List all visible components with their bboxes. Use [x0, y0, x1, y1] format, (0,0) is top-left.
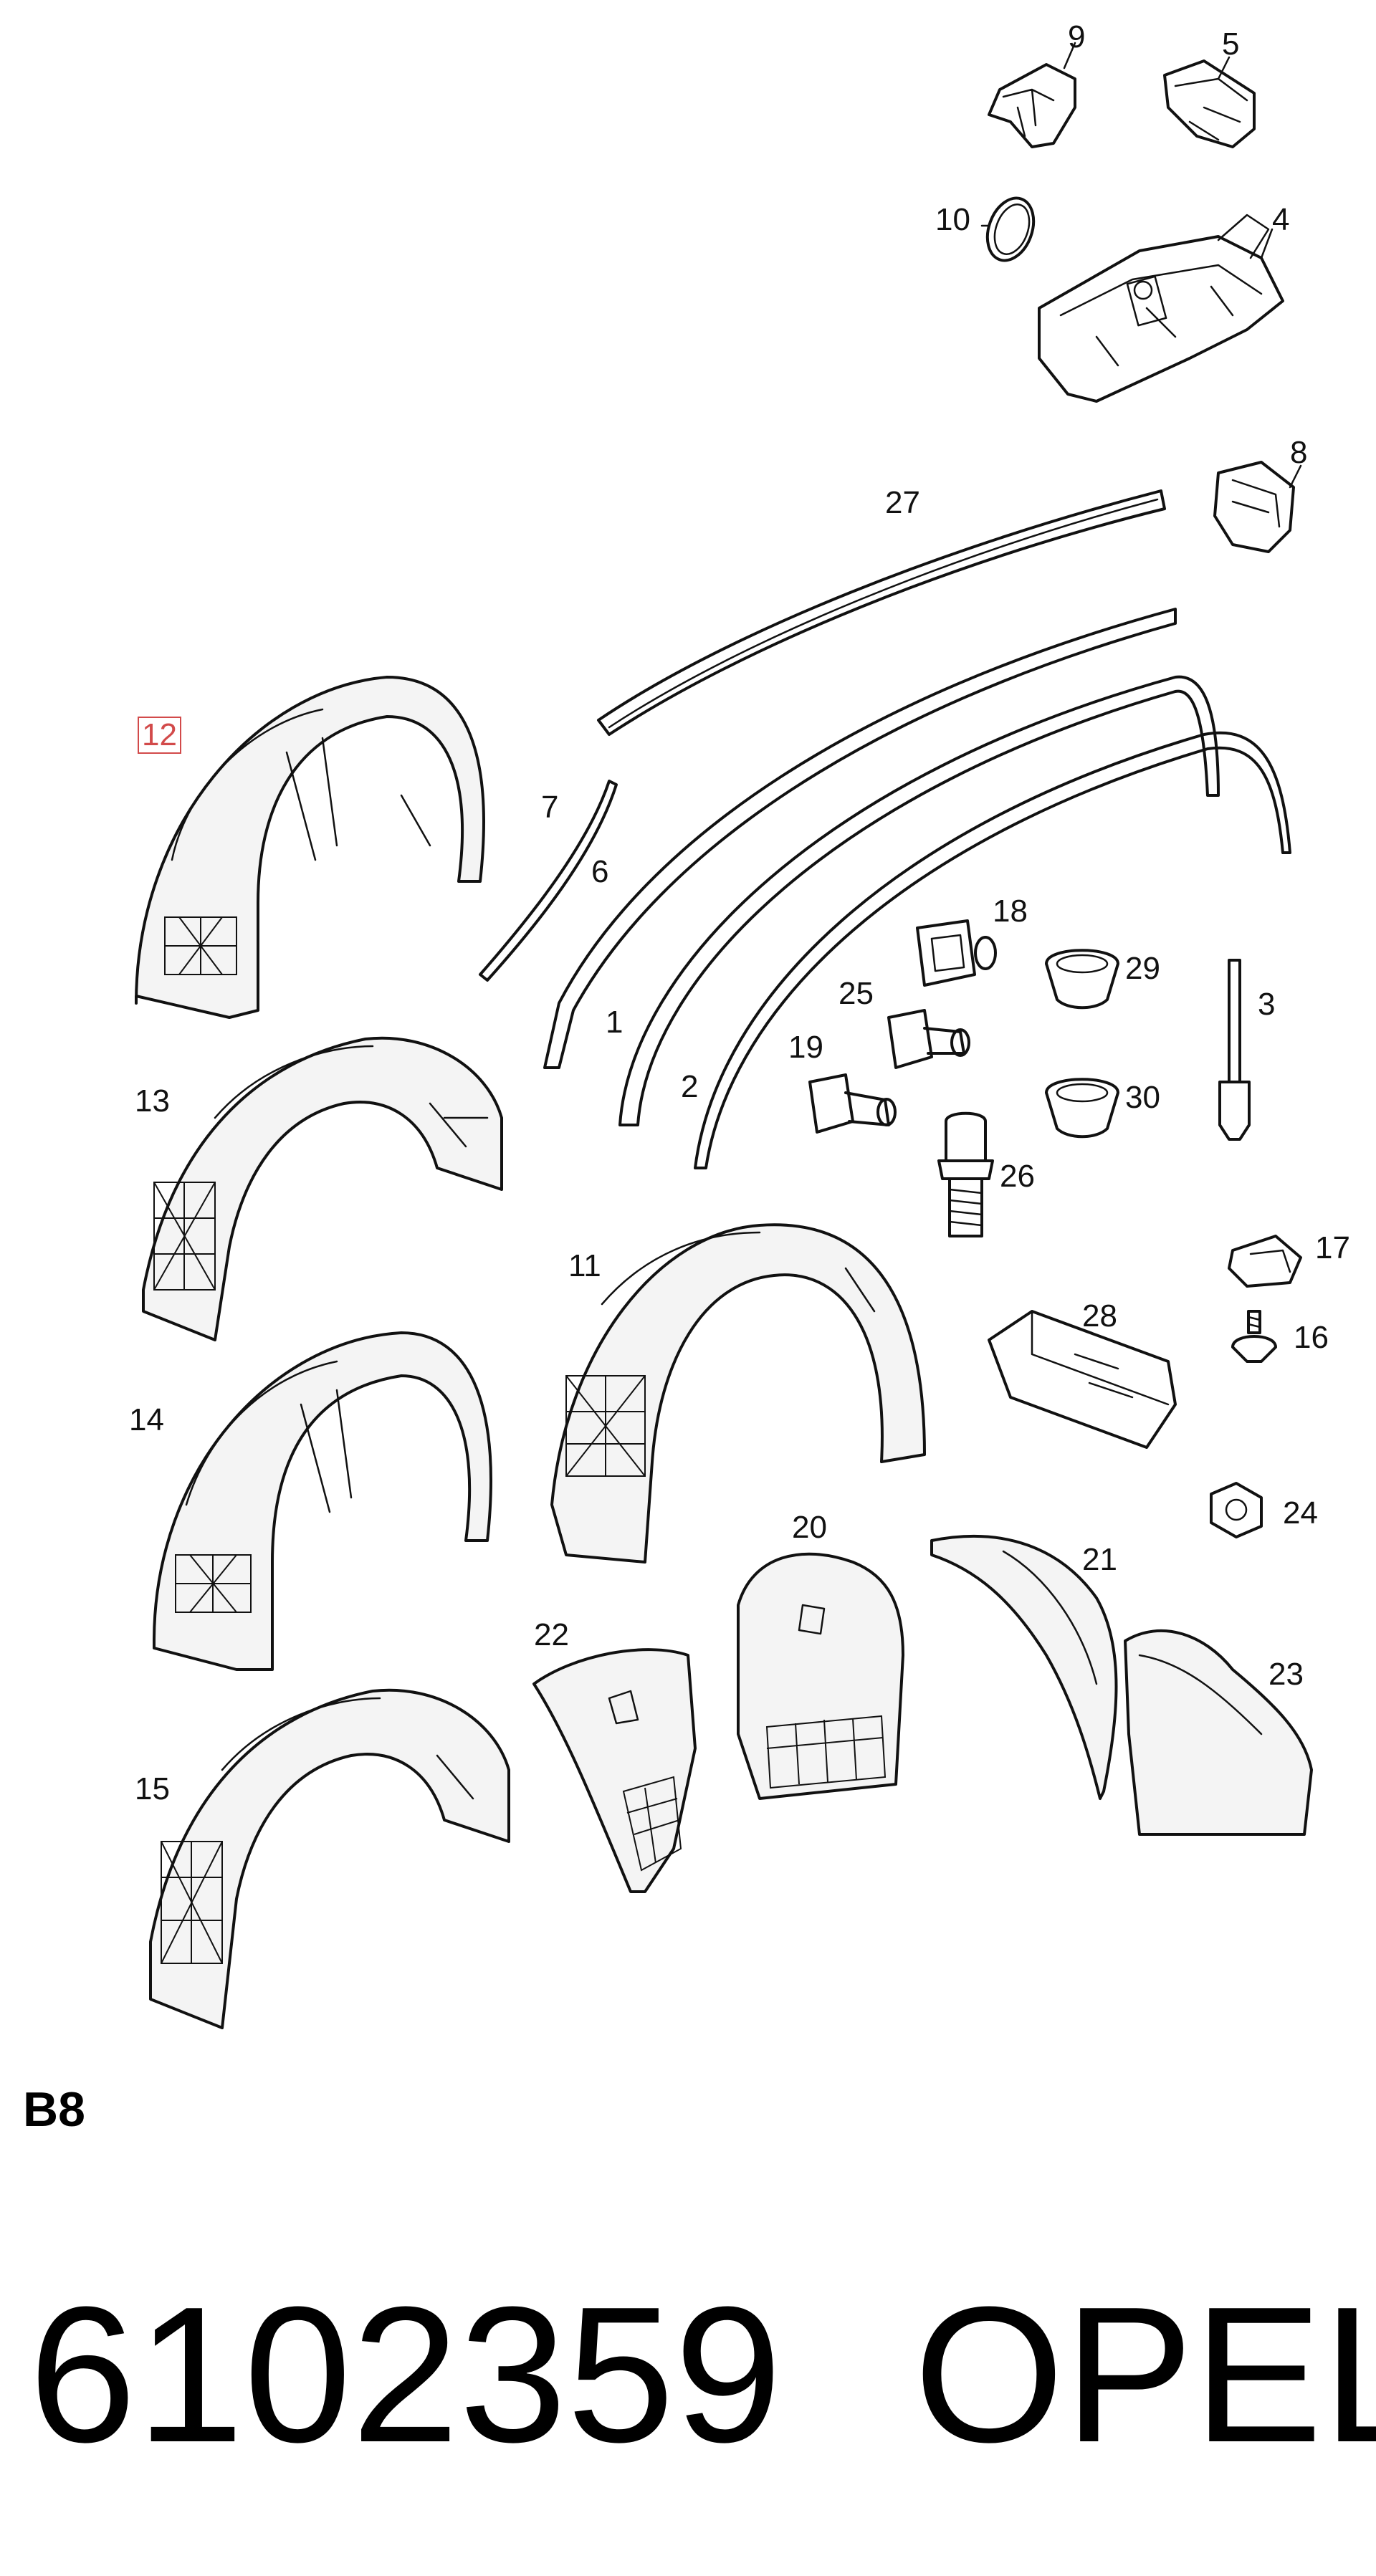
part-25-push-pin: [887, 1009, 970, 1069]
callout-15: 15: [135, 1771, 170, 1806]
part-6-strip: [543, 608, 1177, 1069]
part-27-trim-strip: [597, 489, 1166, 736]
callout-26: 26: [1000, 1159, 1035, 1194]
section-code: B8: [23, 2082, 85, 2137]
callout-21: 21: [1082, 1542, 1117, 1577]
callout-8: 8: [1290, 435, 1308, 470]
callout-27: 27: [885, 485, 920, 520]
callout-1: 1: [606, 1005, 624, 1040]
callout-30: 30: [1125, 1080, 1160, 1115]
part-2-strip: [694, 731, 1291, 1169]
callout-19: 19: [788, 1030, 823, 1065]
part-30-nut: [1045, 1078, 1119, 1139]
part-1-strip: [618, 675, 1220, 1126]
part-24-nut: [1210, 1482, 1263, 1538]
callout-18: 18: [993, 894, 1028, 929]
part-23-splash-panel: [1124, 1629, 1313, 1836]
callout-24: 24: [1283, 1495, 1318, 1531]
callout-20: 20: [792, 1510, 827, 1545]
part-7-seal: [479, 780, 618, 982]
brand-name: OPEL: [914, 2267, 1376, 2483]
callout-9: 9: [1068, 19, 1086, 54]
part-3-rivet: [1218, 959, 1251, 1141]
part-18-clip: [916, 919, 997, 987]
part-10-ring: [985, 196, 1036, 262]
part-20-cover: [737, 1552, 904, 1800]
callout-29: 29: [1125, 951, 1160, 986]
leader-lines: [980, 42, 1302, 489]
part-9-clip: [988, 63, 1076, 148]
part-19-push-pin: [808, 1073, 897, 1134]
part-17-clip: [1228, 1235, 1302, 1288]
part-12-wheel-liner: [135, 676, 485, 1019]
callout-13: 13: [135, 1083, 170, 1119]
callout-10: 10: [935, 202, 970, 237]
part-26-bolt: [937, 1111, 994, 1237]
callout-14: 14: [129, 1402, 164, 1437]
part-11-wheel-liner: [550, 1223, 926, 1564]
callout-22: 22: [534, 1617, 569, 1652]
part-22-cover: [532, 1648, 697, 1893]
part-16-screw: [1231, 1310, 1277, 1363]
callout-25: 25: [838, 976, 874, 1011]
callout-6: 6: [591, 854, 609, 889]
callout-3: 3: [1258, 987, 1276, 1022]
part-4-bracket: [1038, 214, 1284, 403]
part-29-nut: [1045, 949, 1119, 1010]
part-28-bracket: [988, 1310, 1177, 1449]
callout-16: 16: [1294, 1320, 1329, 1355]
callout-4: 4: [1272, 202, 1290, 237]
part-14-wheel-liner: [153, 1331, 492, 1671]
part-8-clip: [1213, 461, 1295, 553]
callout-17: 17: [1315, 1230, 1350, 1265]
part-15-wheel-liner: [149, 1688, 510, 2029]
part-5-clip: [1163, 59, 1256, 148]
callout-11: 11: [568, 1248, 601, 1283]
part-number: 6102359: [29, 2267, 783, 2483]
callout-7: 7: [541, 790, 559, 825]
callout-5: 5: [1222, 27, 1240, 62]
callout-12[interactable]: 12: [138, 717, 181, 754]
callout-28: 28: [1082, 1298, 1117, 1334]
part-21-splash-panel: [930, 1535, 1118, 1800]
callout-2: 2: [681, 1069, 699, 1104]
callout-23: 23: [1268, 1657, 1304, 1692]
part-13-wheel-liner: [142, 1036, 503, 1341]
